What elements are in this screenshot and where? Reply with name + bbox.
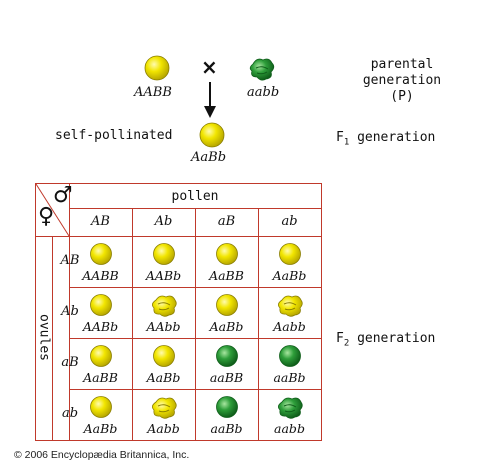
parental-generation-label: parental generation (P)	[352, 57, 452, 105]
pea-green-round	[216, 345, 238, 367]
self-pollinated-label: self-pollinated	[55, 128, 173, 143]
row-header: Ab	[61, 304, 79, 319]
f1-generation-label: F1 generation	[336, 130, 435, 148]
row-header: AB	[60, 253, 80, 268]
cell-genotype: aaBB	[209, 370, 244, 385]
cell-genotype: AaBB	[83, 370, 118, 385]
cell-genotype: AaBb	[146, 370, 181, 385]
grid-line	[132, 208, 133, 440]
pea-yellow-round	[216, 294, 238, 316]
copyright-text: © 2006 Encyclopædia Britannica, Inc.	[14, 449, 190, 461]
parental-line-2: generation	[362, 73, 442, 88]
cell-genotype: aaBb	[273, 370, 306, 385]
f1-pea-yellow-round	[199, 122, 225, 148]
f2-letter: F	[336, 331, 344, 346]
pea-yellow-wrinkled	[278, 295, 303, 317]
parental-line-1: parental	[370, 57, 434, 72]
male-symbol-icon: ♂	[53, 183, 73, 208]
corner-diagonal	[35, 183, 70, 237]
pea-yellow-round	[90, 294, 112, 316]
pea-yellow-round	[153, 243, 175, 265]
punnett-peas	[90, 243, 303, 419]
parent-pea-yellow-round	[144, 55, 170, 81]
cell-genotype: AAbb	[146, 319, 181, 334]
cell-genotype: AaBb	[209, 319, 244, 334]
ovules-label: ovules	[36, 314, 52, 361]
cell-genotype: aaBb	[210, 421, 243, 436]
col-header: ab	[281, 214, 298, 229]
col-header: AB	[91, 214, 110, 229]
pollen-label: pollen	[171, 189, 219, 204]
cell-genotype: Aabb	[273, 319, 306, 334]
pea-yellow-round	[90, 345, 112, 367]
grid-line	[36, 236, 321, 237]
cell-genotype: AABb	[145, 268, 182, 283]
row-header: ab	[61, 406, 79, 421]
punnett-square	[35, 183, 322, 441]
cell-genotype: AABB	[82, 268, 119, 283]
f2-generation-label: F2 generation	[336, 331, 435, 349]
cell-genotype: AaBB	[209, 268, 244, 283]
cell-genotype: Aabb	[147, 421, 180, 436]
f2-sub: 2	[343, 338, 350, 349]
parental-line-3: (P)	[390, 89, 414, 104]
parent-genotype-left: AABB	[134, 85, 172, 100]
grid-line	[258, 208, 259, 440]
pea-yellow-wrinkled	[152, 295, 177, 317]
cell-genotype: aabb	[274, 421, 305, 436]
f2-suffix: generation	[349, 331, 436, 346]
parent-pea-green-wrinkled	[249, 58, 275, 81]
pea-yellow-wrinkled	[152, 397, 177, 419]
pea-green-wrinkled	[278, 397, 303, 419]
cell-genotype: AaBb	[83, 421, 118, 436]
female-symbol-icon: ♀	[38, 204, 55, 229]
f1-sub: 1	[343, 137, 350, 148]
pea-green-round	[216, 396, 238, 418]
pea-yellow-round	[216, 243, 238, 265]
f1-suffix: generation	[349, 130, 436, 145]
pea-yellow-round	[279, 243, 301, 265]
parent-genotype-right: aabb	[247, 85, 280, 100]
col-header: Ab	[154, 214, 173, 229]
f1-letter: F	[336, 130, 344, 145]
cell-genotype: AABb	[82, 319, 119, 334]
arrow-down-icon	[204, 82, 216, 118]
row-header: aB	[61, 355, 79, 370]
grid-line	[52, 236, 53, 440]
col-header: aB	[217, 214, 236, 229]
grid-line	[195, 208, 196, 440]
cell-genotype: AaBb	[272, 268, 307, 283]
pea-yellow-round	[90, 396, 112, 418]
pea-green-round	[279, 345, 301, 367]
pea-yellow-round	[90, 243, 112, 265]
pea-yellow-round	[153, 345, 175, 367]
grid-line	[69, 184, 70, 440]
cross-symbol: ×	[201, 55, 218, 79]
f1-genotype: AaBb	[191, 150, 227, 165]
